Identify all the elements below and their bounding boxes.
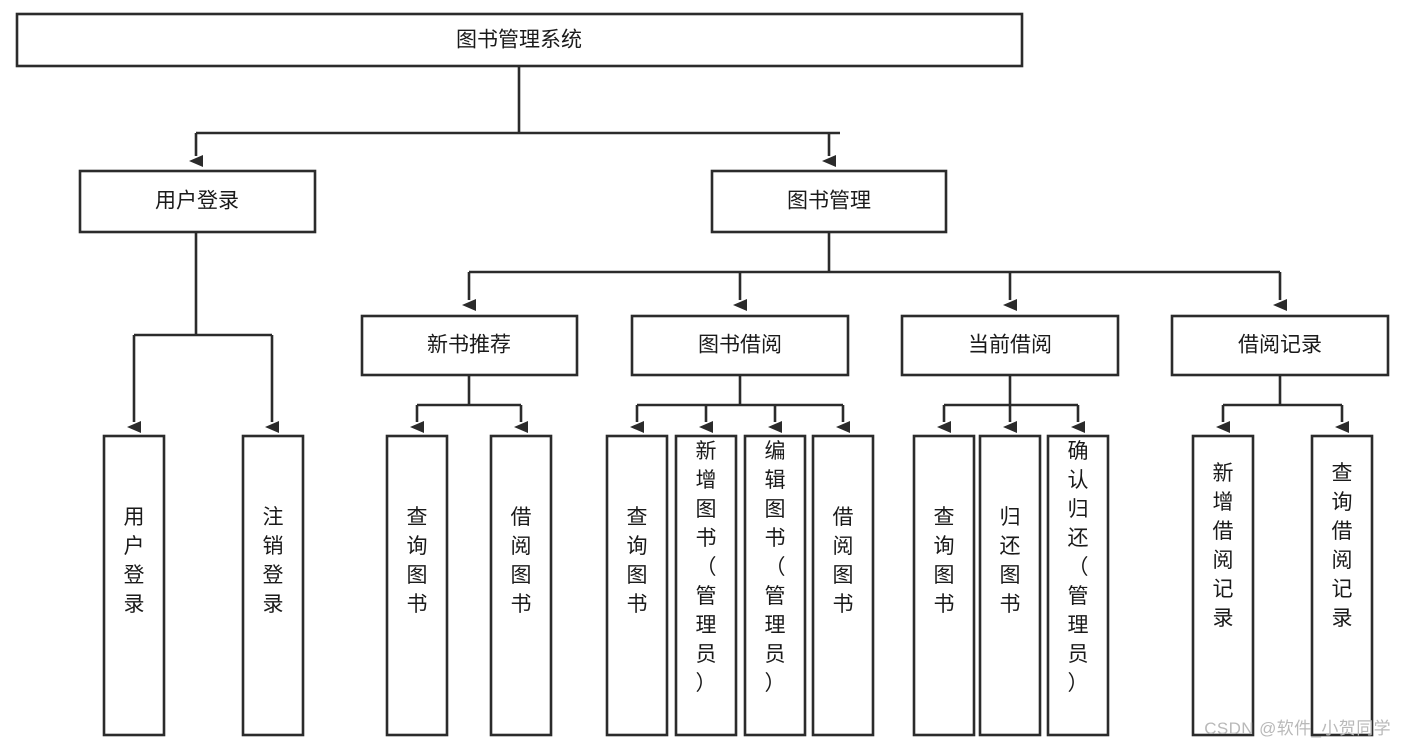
- leaf-node-book-borrow-2[interactable]: 新增图书（管理员）: [674, 434, 738, 737]
- leaf-label: 借阅图书: [511, 506, 532, 616]
- leaf-box: [674, 434, 738, 737]
- leaf-label: 查询借阅记录: [1332, 462, 1353, 630]
- leaf-label: 归还图书: [1000, 506, 1021, 616]
- node-borrow-record[interactable]: 借阅记录: [1170, 314, 1390, 377]
- leaf-box: [1191, 434, 1255, 737]
- root-label: 图书管理系统: [456, 29, 582, 52]
- leaf-label: 查询图书: [407, 506, 428, 616]
- current-borrow-box: [900, 314, 1120, 377]
- connectors-new-book-recommend-to-leaves: [410, 375, 528, 433]
- leaf-node-current-borrow-1[interactable]: 查询图书: [912, 434, 976, 737]
- leaf-node-book-borrow-4[interactable]: 借阅图书: [811, 434, 875, 737]
- leaf-box: [1046, 434, 1110, 737]
- node-user-login[interactable]: 用户登录: [78, 169, 317, 234]
- leaf-node-user-login-1[interactable]: 用户登录: [102, 434, 166, 737]
- leaf-box: [811, 434, 875, 737]
- new-book-recommend-box: [360, 314, 579, 377]
- leaf-label: 借阅图书: [833, 506, 854, 616]
- book-management-box: [710, 169, 948, 234]
- leaf-box: [241, 434, 305, 737]
- leaf-node-current-borrow-2[interactable]: 归还图书: [978, 434, 1042, 737]
- leaf-box: [489, 434, 553, 737]
- leaf-label: 新增图书（管理员）: [696, 440, 717, 695]
- csdn-watermark: CSDN @软件_小贺同学: [1204, 719, 1391, 738]
- node-current-borrow[interactable]: 当前借阅: [900, 314, 1120, 377]
- leaf-node-borrow-record-1[interactable]: 新增借阅记录: [1191, 434, 1255, 737]
- leaf-label: 查询图书: [934, 506, 955, 616]
- connectors-root-to-level2: [189, 66, 840, 167]
- leaf-box: [912, 434, 976, 737]
- leaf-box: [743, 434, 807, 737]
- leaf-label: 确认归还（管理员）: [1068, 440, 1089, 695]
- borrow-record-label: 借阅记录: [1238, 334, 1322, 357]
- connectors-current-borrow-to-leaves: [937, 375, 1085, 433]
- user-login-label: 用户登录: [155, 190, 239, 213]
- user-login-box: [78, 169, 317, 234]
- book-borrow-box: [630, 314, 850, 377]
- connectors-borrow-record-to-leaves: [1216, 375, 1349, 433]
- leaf-label: 编辑图书（管理员）: [765, 440, 786, 695]
- leaf-box: [1310, 434, 1374, 737]
- leaf-label: 新增借阅记录: [1213, 462, 1234, 630]
- leaf-box: [102, 434, 166, 737]
- node-new-book-recommend[interactable]: 新书推荐: [360, 314, 579, 377]
- book-borrow-label: 图书借阅: [698, 334, 782, 357]
- leaf-node-book-borrow-1[interactable]: 查询图书: [605, 434, 669, 737]
- node-book-borrow[interactable]: 图书借阅: [630, 314, 850, 377]
- node-root-book-management-system[interactable]: 图书管理系统: [15, 12, 1024, 68]
- root-box: [15, 12, 1024, 68]
- leaf-node-new-book-recommend-1[interactable]: 查询图书: [385, 434, 449, 737]
- leaf-node-user-login-2[interactable]: 注销登录: [241, 434, 305, 737]
- connectors-user-login-to-leaves: [127, 232, 279, 433]
- new-book-recommend-label: 新书推荐: [427, 334, 511, 357]
- leaf-box: [978, 434, 1042, 737]
- leaf-label: 查询图书: [627, 506, 648, 616]
- current-borrow-label: 当前借阅: [968, 334, 1052, 357]
- leaf-label: 用户登录: [124, 506, 145, 616]
- book-management-label: 图书管理: [787, 190, 871, 213]
- leaf-label: 注销登录: [263, 506, 284, 616]
- leaf-box: [605, 434, 669, 737]
- connectors-book-mgmt-to-level3: [462, 232, 1287, 311]
- borrow-record-box: [1170, 314, 1390, 377]
- node-book-management[interactable]: 图书管理: [710, 169, 948, 234]
- leaf-node-new-book-recommend-2[interactable]: 借阅图书: [489, 434, 553, 737]
- leaf-box: [385, 434, 449, 737]
- connectors-book-borrow-to-leaves: [630, 375, 850, 433]
- leaf-node-book-borrow-3[interactable]: 编辑图书（管理员）: [743, 434, 807, 737]
- leaf-node-current-borrow-3[interactable]: 确认归还（管理员）: [1046, 434, 1110, 737]
- leaf-node-borrow-record-2[interactable]: 查询借阅记录: [1310, 434, 1374, 737]
